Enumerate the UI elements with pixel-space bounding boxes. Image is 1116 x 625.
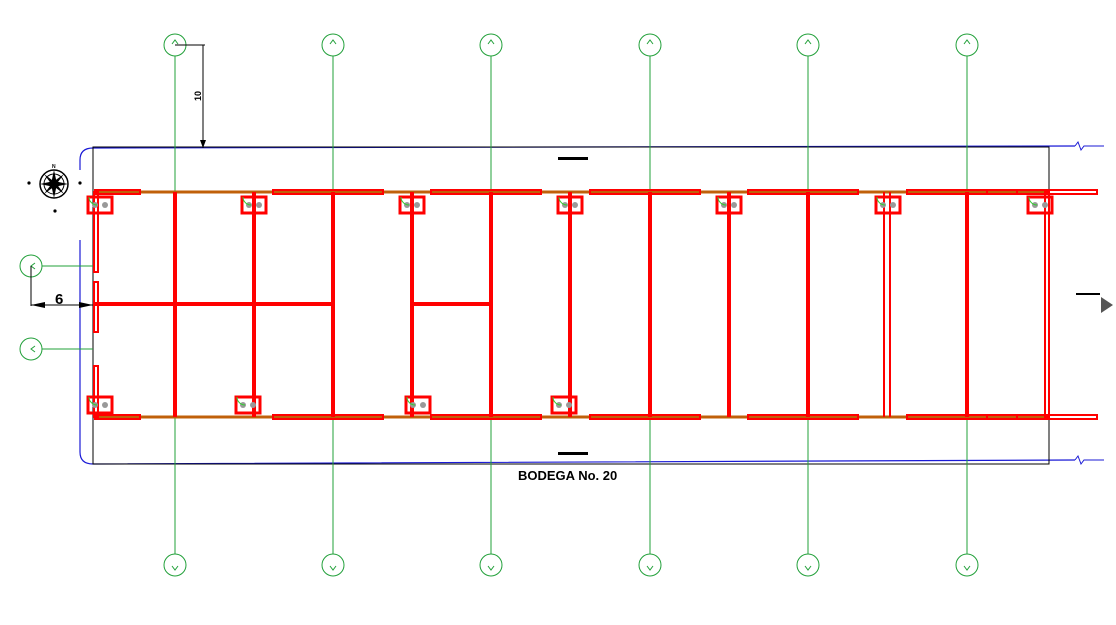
restroom-unit <box>1026 195 1054 215</box>
wall-segment <box>430 414 542 420</box>
toilet-icon <box>420 402 426 408</box>
wall-left-lower <box>93 365 99 418</box>
wall-segment <box>986 189 1098 195</box>
axis-arrow-icon <box>487 565 495 571</box>
restroom-unit <box>86 395 114 415</box>
grid-axis-bubble <box>638 553 662 577</box>
grid-axis-bubble <box>321 553 345 577</box>
section-arrow-icon <box>1101 297 1113 313</box>
axis-arrow-icon <box>487 39 495 45</box>
door-swing-icon <box>552 396 562 406</box>
dimension-left-label: 6 <box>55 291 63 308</box>
wall-left-middle <box>93 281 99 333</box>
restroom-unit <box>86 195 114 215</box>
restroom-unit <box>556 195 584 215</box>
axis-arrow-icon <box>646 39 654 45</box>
axis-arrow-icon <box>171 39 179 45</box>
door-swing-icon <box>1028 196 1038 206</box>
grid-axis-bubble <box>163 553 187 577</box>
toilet-icon <box>256 202 262 208</box>
wall-segment <box>747 414 859 420</box>
door-swing-icon <box>236 396 246 406</box>
wall-segment <box>430 189 542 195</box>
door-swing-icon <box>717 196 727 206</box>
restroom-unit <box>234 395 262 415</box>
door-swing-icon <box>88 396 98 406</box>
axis-arrow-icon <box>329 39 337 45</box>
wall-segment <box>986 414 1098 420</box>
grid-axis-bubble <box>955 553 979 577</box>
door-swing-icon <box>558 196 568 206</box>
dimension-left: 6 <box>30 266 93 308</box>
toilet-icon <box>572 202 578 208</box>
axis-arrow-icon <box>804 565 812 571</box>
door-swing-icon <box>400 196 410 206</box>
door-swing-icon <box>88 196 98 206</box>
grid-axis-bubble <box>638 33 662 57</box>
door-swing-icon <box>876 196 886 206</box>
wall-segment <box>747 189 859 195</box>
door-swing-icon <box>406 396 416 406</box>
dimension-top-label: 10 <box>193 91 203 101</box>
wall-segment <box>589 414 701 420</box>
restroom-unit <box>550 395 578 415</box>
axis-arrow-icon <box>30 262 36 270</box>
wall-segment <box>272 414 384 420</box>
grid-axis-bubble <box>479 553 503 577</box>
axis-arrow-icon <box>963 565 971 571</box>
note-label-top <box>558 157 588 160</box>
break-line-top <box>1074 140 1104 152</box>
wall-segment <box>589 189 701 195</box>
restroom-unit <box>398 195 426 215</box>
drawing-title: BODEGA No. 20 <box>518 468 617 483</box>
break-line-bottom <box>1074 454 1104 466</box>
grid-axis-bubble <box>796 553 820 577</box>
toilet-icon <box>1042 202 1048 208</box>
restroom-unit <box>404 395 432 415</box>
restroom-unit <box>240 195 268 215</box>
grid-axis-bubble <box>321 33 345 57</box>
restroom-unit <box>874 195 902 215</box>
toilet-icon <box>890 202 896 208</box>
dimension-top: 10 <box>175 44 206 148</box>
toilet-icon <box>102 202 108 208</box>
axis-arrow-icon <box>329 565 337 571</box>
property-boundary-bottom <box>79 240 1076 465</box>
wall-segment <box>906 189 1018 195</box>
axis-arrow-icon <box>646 565 654 571</box>
compass-north-label: N <box>52 164 56 170</box>
axis-arrow-icon <box>963 39 971 45</box>
axis-arrow-icon <box>804 39 812 45</box>
grid-axis-bubble <box>796 33 820 57</box>
axis-arrow-icon <box>30 345 36 353</box>
section-label <box>1076 293 1100 295</box>
toilet-icon <box>414 202 420 208</box>
toilet-icon <box>566 402 572 408</box>
toilet-icon <box>102 402 108 408</box>
grid-axis-bubble <box>955 33 979 57</box>
wall-left-upper <box>93 191 99 273</box>
note-label-bottom <box>558 452 588 455</box>
door-swing-icon <box>242 196 252 206</box>
axis-arrow-icon <box>171 565 179 571</box>
toilet-icon <box>731 202 737 208</box>
wall-segment <box>272 189 384 195</box>
wall-segment <box>906 414 1018 420</box>
wall-right <box>1044 191 1050 418</box>
restroom-unit <box>715 195 743 215</box>
toilet-icon <box>250 402 256 408</box>
grid-axis-bubble <box>479 33 503 57</box>
walls <box>86 189 1098 420</box>
north-arrow-compass-icon: N <box>27 164 82 213</box>
